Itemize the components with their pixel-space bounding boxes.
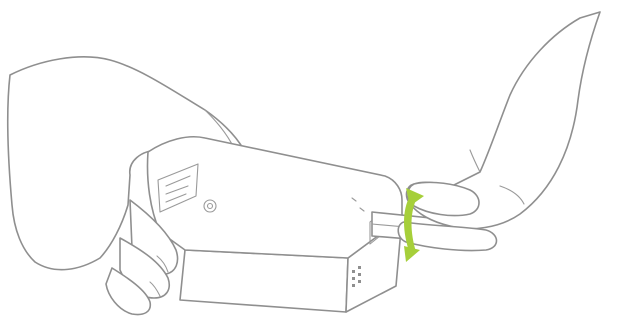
device-top-face	[148, 137, 403, 258]
device	[148, 137, 403, 312]
device-bottom-face	[180, 250, 348, 312]
right-hand	[398, 12, 600, 251]
